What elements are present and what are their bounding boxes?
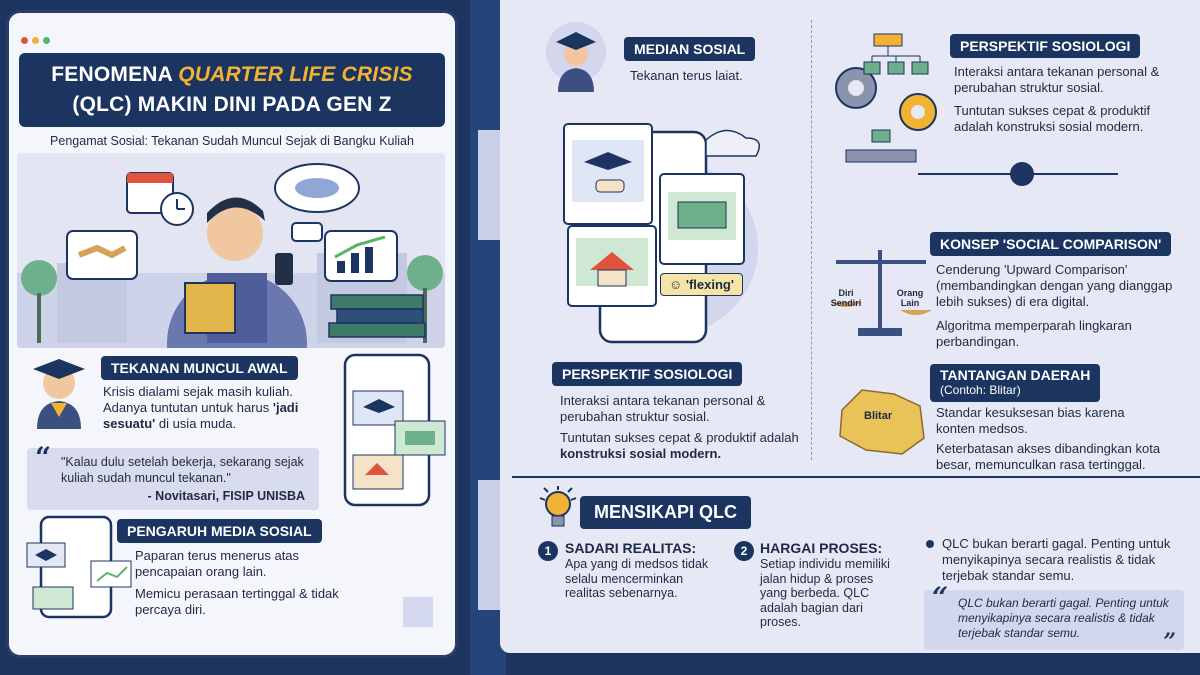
step-2-title: HARGAI PROSES: [760,540,883,556]
left-card: FENOMENA QUARTER LIFE CRISIS (QLC) MAKIN… [6,10,458,658]
pengaruh-heading: PENGARUH MEDIA SOSIAL [117,519,322,543]
step-2-number: 2 [734,541,754,561]
konsep-text2: Algoritma memperparah lingkaran perbandi… [936,318,1132,349]
subtitle: Pengamat Sosial: Tekanan Sudah Muncul Se… [50,134,414,148]
window-dots [21,31,54,49]
step-1-text: Apa yang di medsos tidak selalu mencermi… [565,557,709,600]
perspektif-mid-heading: PERSPEKTIF SOSIOLOGI [552,362,743,386]
quote-author: - Novitasari, FISIP UNISBA [147,489,305,503]
flexing-phone-illustration [563,123,761,344]
quote-text: "Kalau dulu setelah bekerja, sekarang se… [61,455,304,485]
lightbulb-icon [539,486,577,527]
median-heading: MEDIAN SOSIAL [624,37,756,61]
separator-dot [1010,162,1034,186]
tekanan-text2: Adanya tuntutan untuk harus 'jadi sesuat… [103,400,333,432]
scale-right-label: Orang Lain [896,288,924,308]
map-label: Blitar [864,410,893,422]
perspektif-mid-text1: Interaksi antara tekanan personal & peru… [560,393,766,424]
perspektif-mid-text2-bold: konstruksi sosial modern. [560,446,722,461]
median-text: Tekanan terus laiat. [630,68,743,83]
title-line2: (QLC) MAKIN DINI PADA GEN Z [72,93,392,116]
tantangan-text1: Standar kesuksesan bias karena konten me… [936,405,1125,436]
perspektif-mid-text2: Tuntutan sukses cepat & produktif adalah… [560,430,800,462]
blitar-map-icon [839,389,925,455]
smile-icon: ☺ [669,277,686,292]
pengaruh-text1: Paparan terus menerus atas pencapaian or… [135,548,300,579]
perspektif-right-text2: Tuntutan sukses cepat & produktif adalah… [954,103,1151,134]
bullet-text: QLC bukan berarti gagal. Penting untuk m… [942,536,1171,583]
konsep-heading: KONSEP 'SOCIAL COMPARISON' [930,232,1172,256]
tekanan-text2-pre: Adanya tuntutan untuk harus [103,400,273,415]
tekanan-text2-bold: 'jadi sesuatu' [103,400,299,431]
student-illustration [17,153,445,348]
page-fold [403,597,433,627]
tekanan-text2-post: di usia muda. [155,416,237,431]
perspektif-right-heading: PERSPEKTIF SOSIOLOGI [950,34,1141,58]
step-1-number: 1 [538,541,558,561]
perspektif-mid-text2-pre: Tuntutan sukses cepat & produktif adalah [560,430,799,445]
konsep-text1: Cenderung 'Upward Comparison' (membandin… [936,262,1173,309]
quote-close-icon: ” [1163,629,1176,655]
gears-hierarchy-icon [835,33,937,163]
balance-scale-icon [830,250,932,336]
quote-novitasari: “ "Kalau dulu setelah bekerja, sekarang … [27,441,319,510]
tantangan-text2: Keterbatasan akses dibandingkan kota bes… [936,441,1161,472]
graduate-avatar-icon [546,22,606,92]
pengaruh-text2: Memicu perasaan tertinggal & tidak perca… [135,586,339,617]
perspektif-right-text1: Interaksi antara tekanan personal & peru… [954,64,1160,95]
tantangan-sub: (Contoh: Blitar) [940,383,1021,397]
scale-left-label: Diri Sendiri [830,288,862,308]
tekanan-text1: Krisis dialami sejak masih kuliah. [103,384,294,399]
closing-quote: “ QLC bukan berarti gagal. Penting untuk… [924,581,1184,655]
page-title: FENOMENA QUARTER LIFE CRISIS (QLC) MAKIN… [19,53,445,127]
tekanan-heading: TEKANAN MUNCUL AWAL [101,356,298,380]
social-media-phone-icon [26,515,132,619]
quote-open-icon: “ [932,581,949,614]
column-divider [811,20,812,460]
closing-quote-text: QLC bukan berarti gagal. Penting untuk m… [958,596,1169,640]
mensikapi-heading: MENSIKAPI QLC [580,496,752,529]
step-1-title: SADARI REALITAS: [565,540,697,556]
graduate-icon [33,359,85,429]
step-2-text: Setiap individu memiliki jalan hidup & p… [760,557,890,629]
bullet-dot [926,540,934,548]
phone-feed-illustration [343,353,446,507]
flexing-label: 'flexing' [685,277,734,292]
title-line1: FENOMENA [51,63,179,86]
tantangan-title: TANTANGAN DAERAH [940,367,1091,383]
section-separator [512,476,1200,478]
title-highlight: QUARTER LIFE CRISIS [178,63,413,86]
quote-icon: “ [35,441,52,474]
tantangan-heading: TANTANGAN DAERAH (Contoh: Blitar) [930,364,1101,402]
flexing-badge: ☺ 'flexing' [660,273,743,296]
